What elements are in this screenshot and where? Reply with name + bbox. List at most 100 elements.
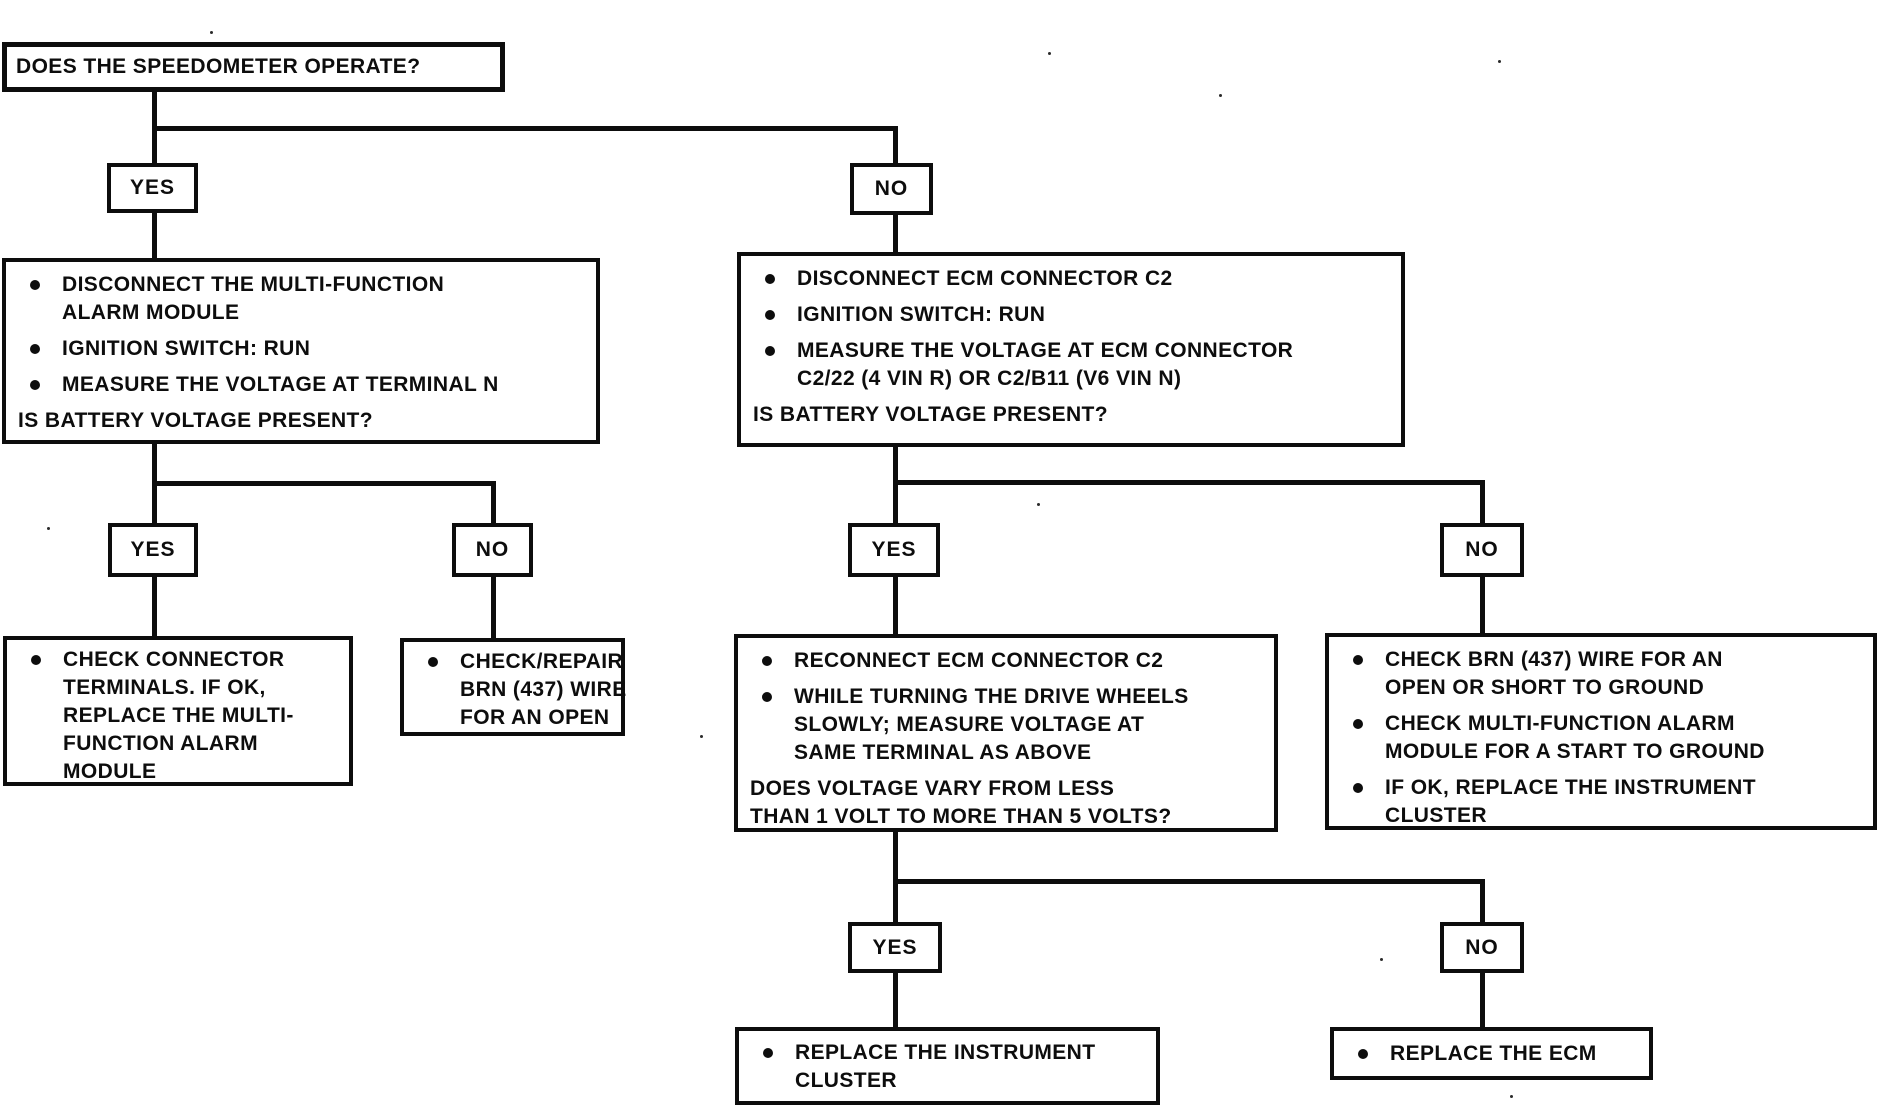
bullet-item: IF OK, REPLACE THE INSTRUMENT CLUSTER bbox=[1341, 774, 1863, 830]
connector-line bbox=[491, 481, 496, 523]
bullet-icon bbox=[765, 346, 775, 356]
bullet-item: CHECK MULTI-FUNCTION ALARM MODULE FOR A … bbox=[1341, 710, 1863, 766]
scan-noise-dot bbox=[700, 735, 703, 738]
scan-noise-dot bbox=[1380, 958, 1383, 961]
connector-line bbox=[1480, 879, 1485, 922]
bullet-icon bbox=[31, 655, 41, 665]
bullet-icon bbox=[763, 1048, 773, 1058]
bullet-text: CHECK CONNECTOR TERMINALS. IF OK, REPLAC… bbox=[63, 648, 294, 783]
no-label-text: NO bbox=[874, 177, 909, 200]
bullet-text: RECONNECT ECM CONNECTOR C2 bbox=[794, 649, 1164, 672]
question-text: DOES VOLTAGE VARY FROM LESS THAN 1 VOLT … bbox=[750, 777, 1172, 828]
no-label-text: NO bbox=[1465, 935, 1499, 959]
node-repair-brn-wire: CHECK/REPAIR BRN (437) WIRE FOR AN OPEN bbox=[400, 638, 626, 736]
scan-noise-dot bbox=[47, 527, 50, 530]
bullet-text: WHILE TURNING THE DRIVE WHEELS SLOWLY; M… bbox=[794, 685, 1189, 764]
bullet-icon bbox=[30, 344, 40, 354]
bullet-icon bbox=[30, 280, 40, 290]
bullet-icon bbox=[428, 657, 438, 667]
question-text: IS BATTERY VOLTAGE PRESENT? bbox=[18, 409, 373, 432]
connector-line bbox=[1480, 973, 1485, 1027]
label-voltage-yes: YES bbox=[848, 922, 942, 973]
bullet-item: MEASURE THE VOLTAGE AT TERMINAL N bbox=[18, 371, 586, 399]
bullet-text: IGNITION SWITCH: RUN bbox=[797, 303, 1046, 326]
bullet-text: CHECK/REPAIR BRN (437) WIRE FOR AN OPEN bbox=[460, 650, 627, 729]
bullet-item: MEASURE THE VOLTAGE AT ECM CONNECTOR C2/… bbox=[753, 337, 1391, 393]
connector-line bbox=[893, 480, 1485, 485]
root-question-text: DOES THE SPEEDOMETER OPERATE? bbox=[16, 55, 421, 78]
bullet-text: CHECK BRN (437) WIRE FOR AN OPEN OR SHOR… bbox=[1385, 648, 1723, 699]
bullet-icon bbox=[1358, 1049, 1368, 1059]
scan-noise-dot bbox=[1498, 60, 1501, 63]
bullet-text: DISCONNECT ECM CONNECTOR C2 bbox=[797, 267, 1173, 290]
node-voltage-vary-test: RECONNECT ECM CONNECTOR C2 WHILE TURNING… bbox=[734, 634, 1278, 832]
node-root-question: DOES THE SPEEDOMETER OPERATE? bbox=[2, 42, 505, 92]
bullet-item: WHILE TURNING THE DRIVE WHEELS SLOWLY; M… bbox=[750, 683, 1264, 767]
connector-line bbox=[893, 126, 898, 163]
scan-noise-dot bbox=[1510, 1095, 1513, 1098]
label-left-no: NO bbox=[452, 523, 533, 577]
bullet-text: REPLACE THE INSTRUMENT CLUSTER bbox=[795, 1041, 1096, 1092]
bullet-item: REPLACE THE ECM bbox=[1346, 1040, 1639, 1068]
bullet-text: REPLACE THE ECM bbox=[1390, 1042, 1597, 1065]
yes-label-text: YES bbox=[130, 538, 176, 561]
connector-line bbox=[893, 215, 898, 252]
connector-line bbox=[152, 481, 496, 486]
node-alarm-module-checks: DISCONNECT THE MULTI-FUNCTION ALARM MODU… bbox=[2, 258, 600, 444]
connector-line bbox=[491, 577, 496, 638]
bullet-item: REPLACE THE INSTRUMENT CLUSTER bbox=[751, 1039, 1146, 1095]
bullet-item: CHECK CONNECTOR TERMINALS. IF OK, REPLAC… bbox=[19, 646, 339, 786]
connector-line bbox=[893, 973, 898, 1027]
label-right-yes: YES bbox=[848, 523, 940, 577]
node-ecm-connector-checks: DISCONNECT ECM CONNECTOR C2 IGNITION SWI… bbox=[737, 252, 1405, 447]
bullet-icon bbox=[30, 380, 40, 390]
bullet-text: IGNITION SWITCH: RUN bbox=[62, 337, 311, 360]
bullet-icon bbox=[765, 310, 775, 320]
connector-line bbox=[152, 126, 898, 131]
bullet-text: MEASURE THE VOLTAGE AT TERMINAL N bbox=[62, 373, 499, 396]
bullet-icon bbox=[1353, 719, 1363, 729]
no-label-text: NO bbox=[475, 538, 510, 561]
connector-line bbox=[893, 447, 898, 485]
scan-noise-dot bbox=[1037, 503, 1040, 506]
bullet-text: CHECK MULTI-FUNCTION ALARM MODULE FOR A … bbox=[1385, 712, 1765, 763]
bullet-item: CHECK/REPAIR BRN (437) WIRE FOR AN OPEN bbox=[416, 648, 626, 732]
connector-line bbox=[152, 444, 157, 485]
bullet-item: DISCONNECT ECM CONNECTOR C2 bbox=[753, 265, 1391, 293]
yes-label-text: YES bbox=[129, 176, 176, 199]
label-root-yes: YES bbox=[107, 163, 198, 213]
connector-line bbox=[893, 577, 898, 634]
connector-line bbox=[1480, 480, 1485, 523]
bullet-text: IF OK, REPLACE THE INSTRUMENT CLUSTER bbox=[1385, 776, 1756, 827]
connector-line bbox=[152, 577, 157, 636]
node-replace-ecm: REPLACE THE ECM bbox=[1330, 1027, 1653, 1080]
scan-noise-dot bbox=[1219, 94, 1222, 97]
no-label-text: NO bbox=[1465, 538, 1499, 561]
scan-noise-dot bbox=[210, 31, 213, 34]
connector-line bbox=[893, 832, 898, 884]
bullet-text: DISCONNECT THE MULTI-FUNCTION ALARM MODU… bbox=[62, 273, 445, 324]
node-replace-alarm-module: CHECK CONNECTOR TERMINALS. IF OK, REPLAC… bbox=[3, 636, 353, 786]
bullet-icon bbox=[1353, 783, 1363, 793]
bullet-item: IGNITION SWITCH: RUN bbox=[753, 301, 1391, 329]
connector-line bbox=[893, 879, 1485, 884]
bullet-text: MEASURE THE VOLTAGE AT ECM CONNECTOR C2/… bbox=[797, 339, 1294, 390]
bullet-item: IGNITION SWITCH: RUN bbox=[18, 335, 586, 363]
bullet-icon bbox=[762, 692, 772, 702]
connector-line bbox=[893, 480, 898, 523]
scan-noise-dot bbox=[1048, 52, 1051, 55]
bullet-icon bbox=[765, 274, 775, 284]
connector-line bbox=[152, 213, 157, 258]
connector-line bbox=[893, 879, 898, 922]
node-replace-instrument-cluster: REPLACE THE INSTRUMENT CLUSTER bbox=[735, 1027, 1160, 1105]
bullet-item: CHECK BRN (437) WIRE FOR AN OPEN OR SHOR… bbox=[1341, 646, 1863, 702]
bullet-icon bbox=[1353, 655, 1363, 665]
bullet-icon bbox=[762, 656, 772, 666]
question-text: IS BATTERY VOLTAGE PRESENT? bbox=[753, 403, 1108, 426]
yes-label-text: YES bbox=[872, 935, 918, 959]
label-right-no: NO bbox=[1440, 523, 1524, 577]
bullet-item: RECONNECT ECM CONNECTOR C2 bbox=[750, 647, 1264, 675]
label-left-yes: YES bbox=[108, 523, 198, 577]
node-check-brn-ground: CHECK BRN (437) WIRE FOR AN OPEN OR SHOR… bbox=[1325, 633, 1877, 830]
